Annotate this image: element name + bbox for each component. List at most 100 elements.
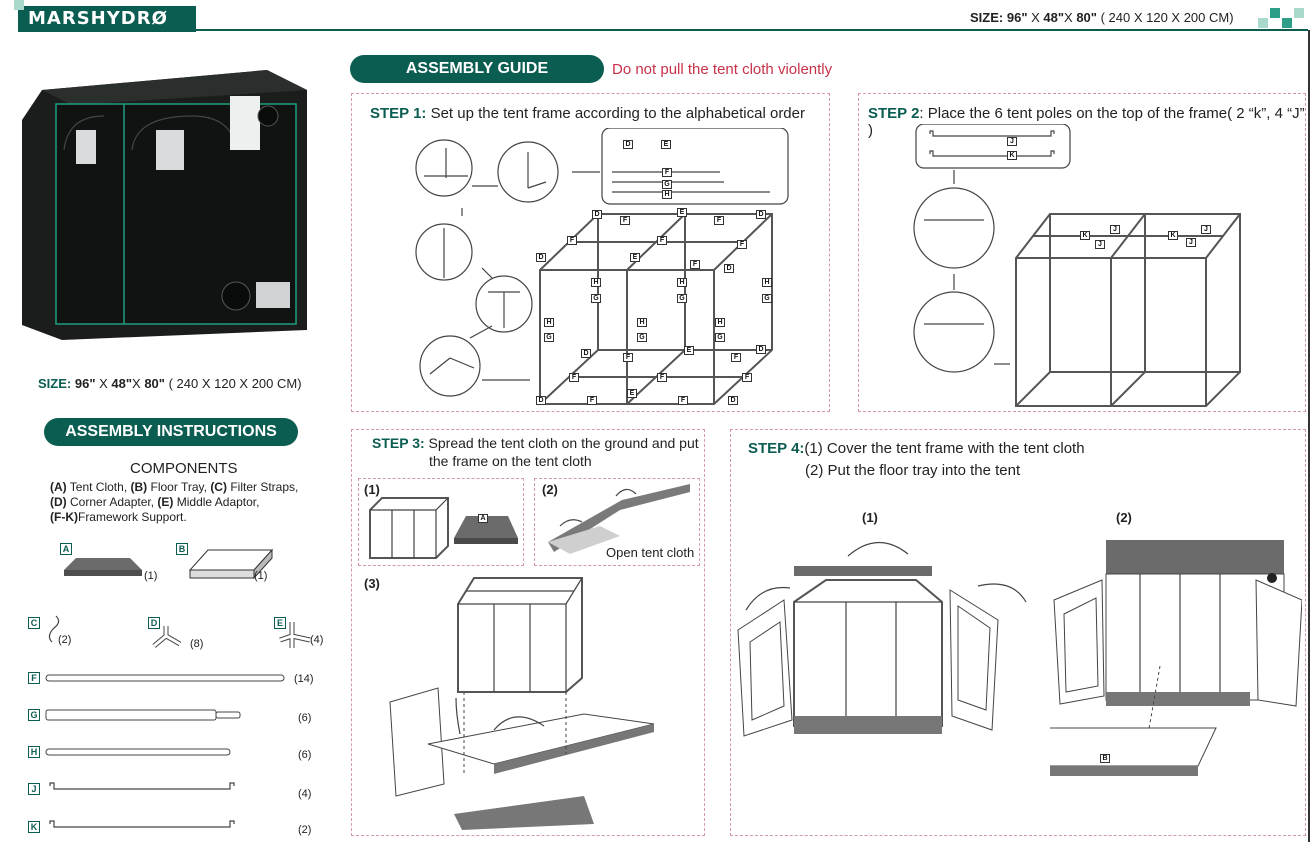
tag-g: G: [677, 294, 687, 303]
tag-f: F: [620, 216, 630, 225]
brand-logo: MARSHYDRØ: [28, 8, 168, 29]
tag-j: J: [1110, 225, 1120, 234]
header-size: SIZE: 96" X 48"X 80" ( 240 X 120 X 200 C…: [970, 10, 1234, 25]
step-3-heading: STEP 3: Spread the tent cloth on the gro…: [372, 435, 699, 469]
step-4-tray-diagram: [1050, 540, 1302, 776]
step-3-sub1-label: (1): [364, 482, 380, 497]
tag-f: F: [587, 396, 597, 405]
floor-tray-part-icon: [188, 548, 274, 580]
step-1-panel: [351, 93, 830, 412]
tag-e: E: [684, 346, 694, 355]
part-b-qty: (1): [254, 570, 268, 582]
tag-h: H: [591, 278, 601, 287]
tent-product-image: [22, 70, 307, 340]
part-j-label: J: [28, 783, 40, 795]
tag-d: D: [724, 264, 734, 273]
part-b-label: B: [176, 543, 188, 555]
tag-h: H: [762, 278, 772, 287]
tag-f: F: [567, 236, 577, 245]
pole-h-icon: [45, 748, 231, 756]
header-rule: [196, 29, 1308, 31]
tag-k: K: [1007, 151, 1017, 160]
part-c-qty: (2): [58, 634, 72, 646]
tag-g: G: [544, 333, 554, 342]
tag-h: H: [637, 318, 647, 327]
deco-pixel: [1258, 18, 1268, 28]
tag-j: J: [1201, 225, 1211, 234]
tag-g: G: [637, 333, 647, 342]
pole-k-icon: [49, 820, 235, 828]
step-1-diagram: [415, 128, 789, 405]
step-3-sub1-panel: [358, 478, 524, 566]
step-3-open-cloth: [548, 484, 690, 554]
components-list: (A) Tent Cloth, (B) Floor Tray, (C) Filt…: [50, 480, 320, 525]
tag-f: F: [657, 373, 667, 382]
part-c-label: C: [28, 617, 40, 629]
step-3-frame-and-cloth: [369, 497, 518, 559]
step-1-heading: STEP 1: Set up the tent frame according …: [370, 105, 805, 122]
tag-f: F: [742, 373, 752, 382]
corner-pixel: [14, 0, 24, 10]
tag-f: F: [690, 260, 700, 269]
open-tent-cloth-caption: Open tent cloth: [606, 545, 695, 560]
part-g-label: G: [28, 709, 40, 721]
part-e-qty: (4): [310, 634, 324, 646]
step-4-sub2-label: (2): [1116, 510, 1132, 525]
tag-f: F: [623, 353, 633, 362]
brand-logo-box: [18, 6, 196, 32]
components-line-3: (F-K)Framework Support.: [50, 510, 187, 524]
pole-g-icon: [45, 709, 241, 721]
tag-h: H: [662, 190, 672, 199]
tag-d: D: [756, 210, 766, 219]
part-d-qty: (8): [190, 638, 204, 650]
tag-f: F: [569, 373, 579, 382]
step-3-sub3-label: (3): [364, 576, 380, 591]
deco-pixel: [1294, 8, 1304, 18]
tag-e: E: [630, 253, 640, 262]
assembly-guide-badge: ASSEMBLY GUIDE: [350, 55, 604, 83]
components-line-2: (D) Corner Adapter, (E) Middle Adaptor,: [50, 495, 260, 509]
left-size: SIZE: 96" X 48"X 80" ( 240 X 120 X 200 C…: [38, 376, 302, 391]
pole-f-icon: [45, 674, 285, 682]
step-4-cover-diagram: [737, 541, 1027, 737]
tag-g: G: [715, 333, 725, 342]
warning-text: Do not pull the tent cloth violently: [612, 61, 833, 78]
tag-d: D: [623, 140, 633, 149]
middle-adaptor-icon: [279, 622, 311, 648]
tag-j: J: [1095, 240, 1105, 249]
part-f-qty: (14): [294, 673, 314, 685]
step-4-panel: [730, 429, 1306, 836]
part-d-label: D: [148, 617, 160, 629]
tag-f: F: [678, 396, 688, 405]
tag-d: D: [536, 253, 546, 262]
step-2-heading: STEP 2: Place the 6 tent poles on the to…: [868, 105, 1305, 139]
part-h-label: H: [28, 746, 40, 758]
part-g-qty: (6): [298, 712, 312, 724]
filter-strap-icon: [48, 615, 60, 643]
part-f-label: F: [28, 672, 40, 684]
part-a-qty: (1): [144, 570, 158, 582]
step-2-diagram: [913, 124, 1241, 407]
part-h-qty: (6): [298, 749, 312, 761]
deco-pixel: [1282, 18, 1292, 28]
tag-e: E: [677, 208, 687, 217]
part-e-label: E: [274, 617, 286, 629]
components-title: COMPONENTS: [130, 460, 238, 477]
part-a-label: A: [60, 543, 72, 555]
tag-d: D: [756, 345, 766, 354]
tag-e: E: [661, 140, 671, 149]
tag-a: A: [478, 514, 488, 523]
tag-d: D: [728, 396, 738, 405]
part-k-label: K: [28, 821, 40, 833]
part-j-qty: (4): [298, 788, 312, 800]
tag-j: J: [1007, 137, 1017, 146]
tag-e: E: [627, 389, 637, 398]
tag-h: H: [677, 278, 687, 287]
tag-g: G: [662, 180, 672, 189]
tag-g: G: [762, 294, 772, 303]
tent-cloth-part-icon: [64, 558, 142, 576]
tag-j: J: [1186, 238, 1196, 247]
pole-j-icon: [49, 782, 235, 790]
corner-adapter-icon: [152, 626, 182, 648]
step-4-sub1-label: (1): [862, 510, 878, 525]
